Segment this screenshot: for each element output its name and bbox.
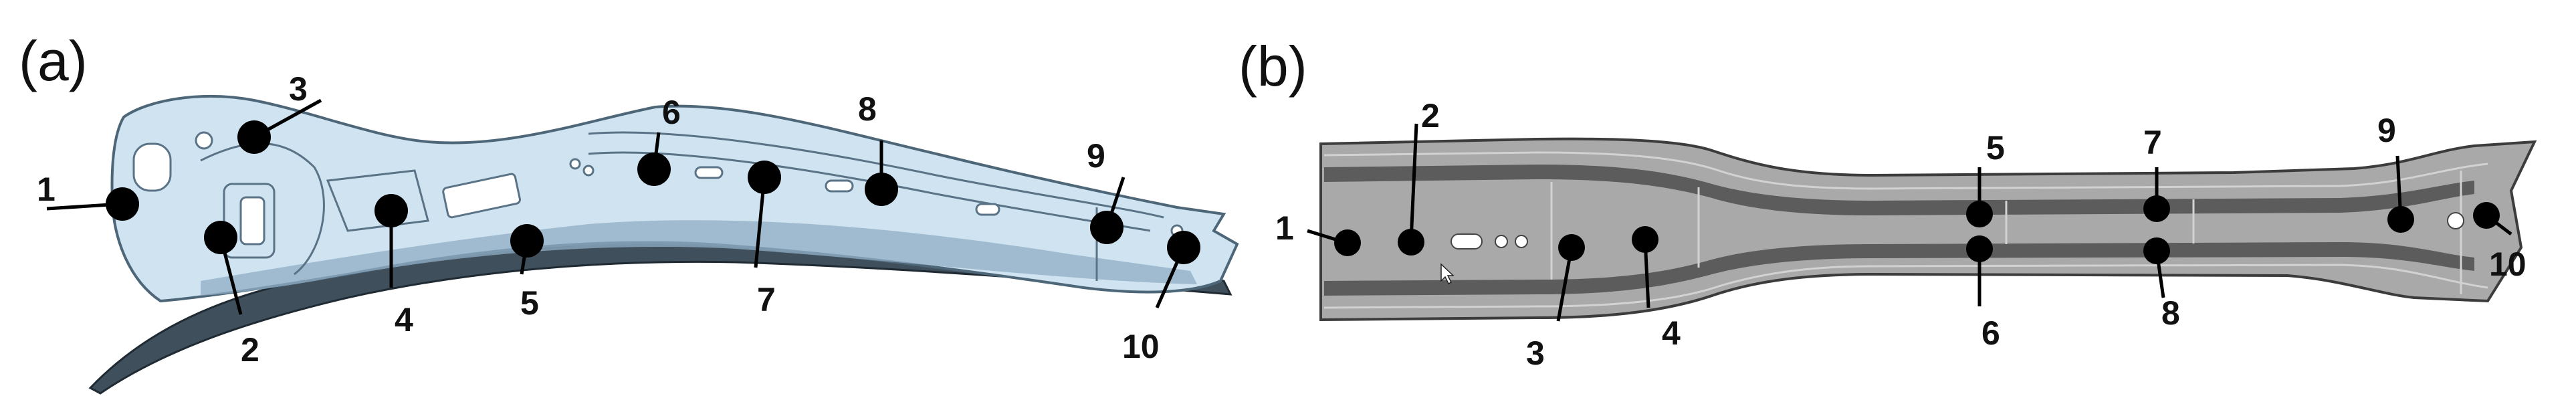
panel-a-point-4: 4 — [374, 194, 413, 338]
panel-b-point-7: 7 — [2143, 124, 2170, 222]
part-b-holes — [1451, 212, 2464, 250]
panel-a-label-5: 5 — [520, 284, 539, 322]
panel-b-label-2: 2 — [1421, 97, 1440, 134]
panel-a-label-6: 6 — [662, 94, 681, 131]
panel-a-label-1: 1 — [37, 171, 56, 208]
panel-b-point-6: 6 — [1966, 235, 2000, 352]
panel-a-point-8: 8 — [858, 90, 898, 206]
panel-b-label-8: 8 — [2161, 294, 2180, 332]
panel-a-label-7: 7 — [757, 281, 776, 318]
panel-b-point-10: 10 — [2473, 202, 2527, 283]
panel-a-point-7: 7 — [748, 161, 781, 318]
part-b-channel-top — [1324, 165, 2474, 215]
panel-a-point-6: 6 — [637, 94, 681, 186]
panel-b-label-4: 4 — [1662, 314, 1681, 352]
panel-b: (b) 1 — [1239, 35, 2537, 372]
panel-a-label-3: 3 — [289, 70, 308, 108]
panel-a-label-9: 9 — [1087, 137, 1105, 175]
panel-a-point-3: 3 — [237, 70, 322, 154]
panel-b-label-1: 1 — [1275, 209, 1294, 247]
panel-b-markers: 1 2 3 4 5 — [1275, 97, 2527, 372]
panel-b-point-1: 1 — [1275, 209, 1361, 256]
cursor-icon — [1440, 263, 1455, 285]
panel-b-label-9: 9 — [2377, 112, 2396, 149]
panel-b-label-10: 10 — [2489, 245, 2527, 283]
panel-b-point-4: 4 — [1632, 226, 1681, 352]
panel-b-label-7: 7 — [2143, 124, 2162, 161]
panel-a-label-2: 2 — [241, 331, 259, 369]
panel-b-point-9: 9 — [2377, 112, 2414, 233]
panel-a-point-2: 2 — [204, 221, 259, 369]
panel-b-point-2: 2 — [1398, 97, 1440, 256]
panel-a-label: (a) — [19, 29, 88, 92]
part-a-shade — [201, 220, 1197, 296]
panel-b-label-3: 3 — [1526, 334, 1545, 372]
panel-a: (a) — [19, 29, 1239, 395]
panel-b-label-5: 5 — [1986, 129, 2005, 167]
panel-b-label-6: 6 — [1981, 314, 2000, 352]
part-b-details — [1323, 151, 2488, 309]
panel-a-label-10: 10 — [1122, 328, 1160, 365]
panel-b-point-8: 8 — [2143, 237, 2180, 332]
panel-b-label: (b) — [1239, 35, 1307, 98]
panel-a-point-5: 5 — [510, 224, 544, 322]
panel-a-point-9: 9 — [1087, 137, 1125, 244]
part-b-body — [1319, 137, 2537, 322]
part-b-channel-bottom — [1324, 242, 2474, 296]
panel-a-markers: 1 2 3 4 5 — [37, 70, 1200, 369]
panel-b-point-3: 3 — [1526, 234, 1585, 372]
panel-a-point-1: 1 — [37, 171, 139, 221]
panel-a-point-10: 10 — [1122, 231, 1200, 365]
panel-a-label-8: 8 — [858, 90, 877, 128]
panel-b-point-5: 5 — [1966, 129, 2005, 227]
panel-a-label-4: 4 — [395, 301, 413, 338]
